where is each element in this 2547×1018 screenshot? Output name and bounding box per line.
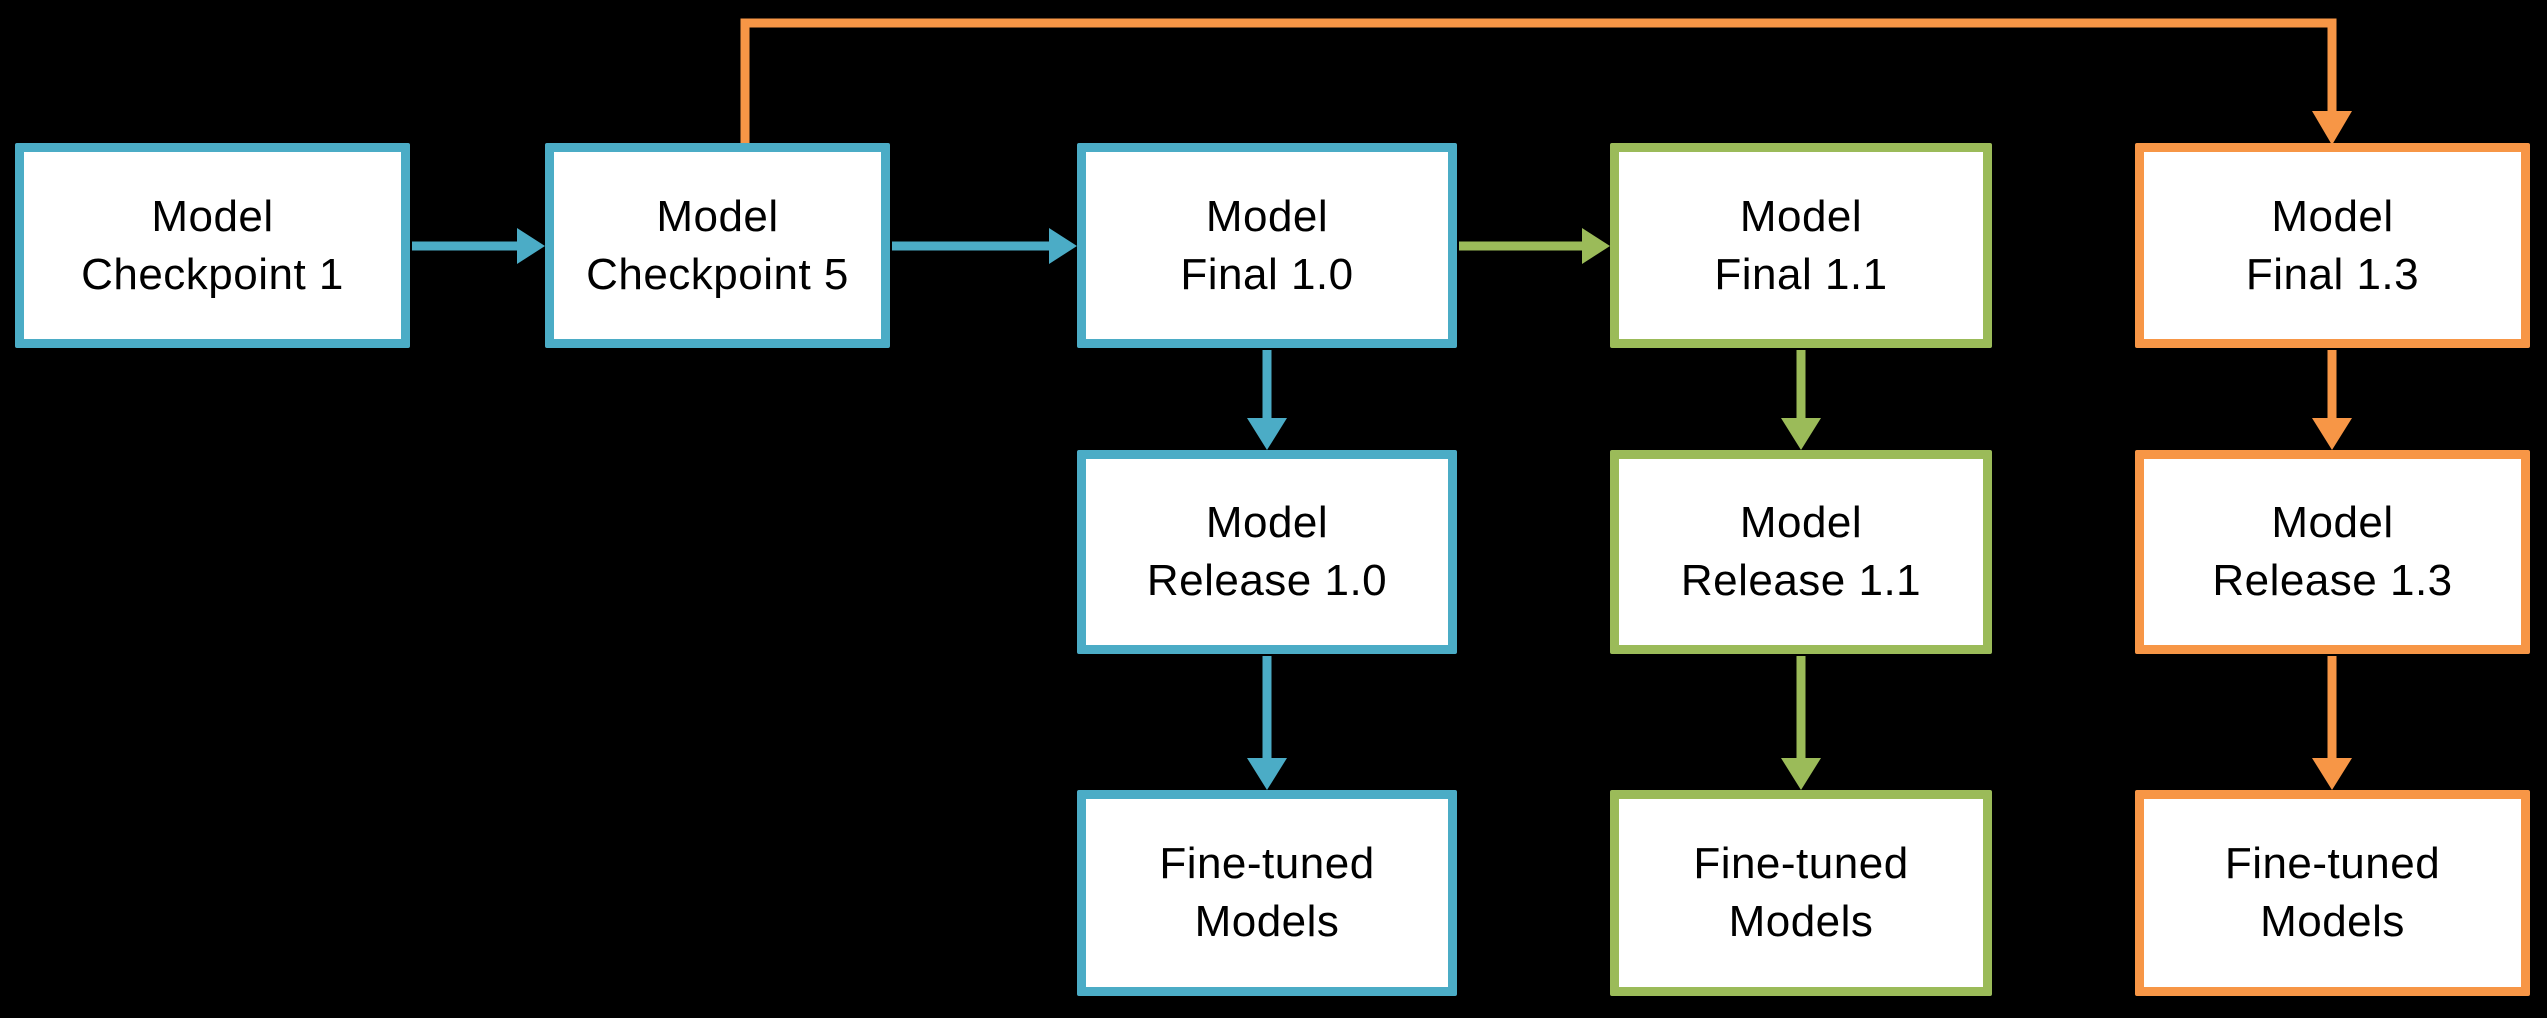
edge-checkpoint5-to-final13-elbow bbox=[740, 18, 2352, 145]
node-label-line2: Final 1.1 bbox=[1714, 249, 1888, 299]
node-label-line1: Model bbox=[2271, 498, 2394, 548]
edge-checkpoint1-to-checkpoint5 bbox=[412, 228, 545, 264]
node-label-line1: Model bbox=[1739, 498, 1863, 548]
node-label-line1: Model bbox=[2271, 191, 2394, 241]
node-label-line1: Fine-tuned bbox=[2224, 839, 2441, 889]
node-label-line2: Checkpoint 1 bbox=[81, 249, 344, 299]
node-label-line1: Model bbox=[151, 191, 274, 241]
edge-checkpoint5-to-final10 bbox=[892, 228, 1077, 264]
node-label-line2: Final 1.3 bbox=[2245, 249, 2420, 299]
node-fine-tuned-models-1-0: Fine-tuned Models bbox=[1077, 790, 1457, 996]
node-fine-tuned-models-1-1: Fine-tuned Models bbox=[1610, 790, 1992, 996]
node-label-line2: Models bbox=[1728, 897, 1874, 946]
node-label-line2: Release 1.3 bbox=[2212, 556, 2453, 605]
node-model-final-1-0: Model Final 1.0 bbox=[1077, 143, 1457, 348]
node-label-line2: Checkpoint 5 bbox=[586, 249, 849, 299]
edge-final13-to-release13 bbox=[2312, 350, 2352, 450]
node-label-line2: Final 1.0 bbox=[1180, 249, 1354, 299]
edge-release11-to-finetuned11 bbox=[1781, 656, 1821, 790]
node-model-release-1-3: Model Release 1.3 bbox=[2135, 450, 2530, 654]
node-label-line2: Release 1.0 bbox=[1146, 556, 1388, 605]
node-fine-tuned-models-1-3: Fine-tuned Models bbox=[2135, 790, 2530, 996]
node-model-final-1-3: Model Final 1.3 bbox=[2135, 143, 2530, 348]
node-model-release-1-1: Model Release 1.1 bbox=[1610, 450, 1992, 654]
node-model-release-1-0: Model Release 1.0 bbox=[1077, 450, 1457, 654]
node-model-checkpoint-1: Model Checkpoint 1 bbox=[15, 143, 410, 348]
node-label-line2: Models bbox=[1194, 897, 1340, 946]
node-label-line1: Model bbox=[1205, 191, 1329, 241]
node-label-line2: Models bbox=[2260, 897, 2405, 946]
node-label-line2: Release 1.1 bbox=[1680, 556, 1922, 605]
edge-final10-to-release10 bbox=[1247, 350, 1287, 450]
node-label-line1: Model bbox=[1739, 191, 1863, 241]
node-label-line1: Fine-tuned bbox=[1159, 839, 1375, 889]
edge-final11-to-release11 bbox=[1781, 350, 1821, 450]
edge-release10-to-finetuned10 bbox=[1247, 656, 1287, 790]
node-model-final-1-1: Model Final 1.1 bbox=[1610, 143, 1992, 348]
edge-final10-to-final11 bbox=[1459, 228, 1610, 264]
node-label-line1: Model bbox=[1205, 498, 1329, 548]
edge-release13-to-finetuned13 bbox=[2312, 656, 2352, 790]
node-label-line1: Fine-tuned bbox=[1693, 839, 1909, 889]
node-model-checkpoint-5: Model Checkpoint 5 bbox=[545, 143, 890, 348]
node-label-line1: Model bbox=[656, 191, 779, 241]
